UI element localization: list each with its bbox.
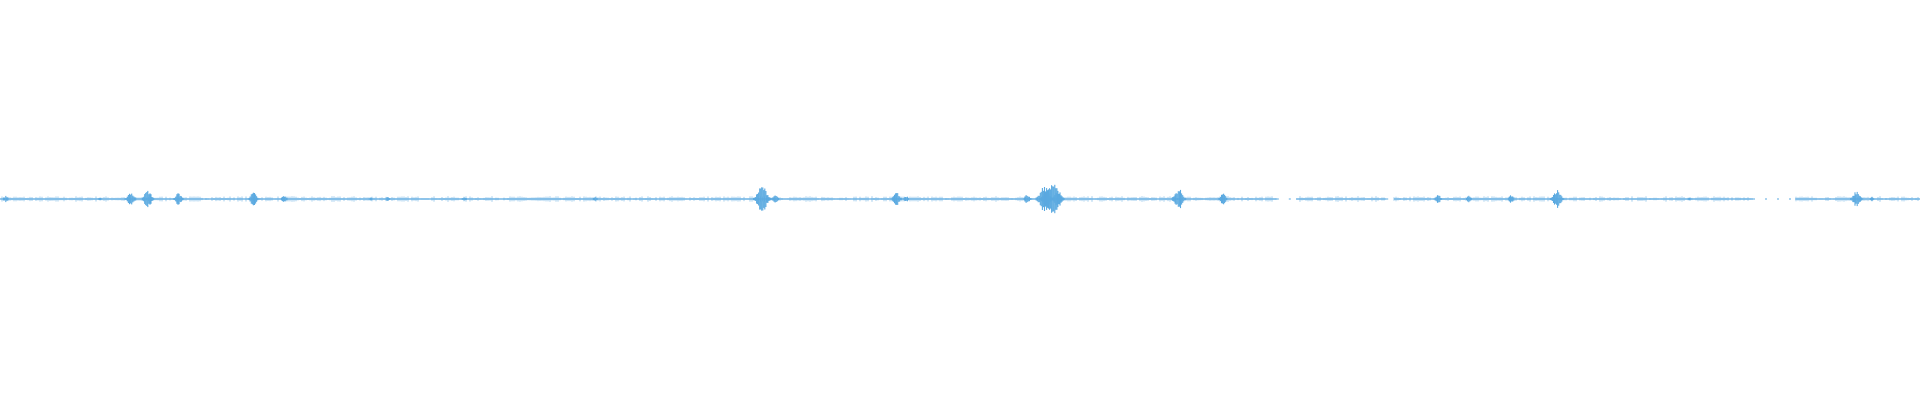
waveform-panel[interactable] (0, 0, 1920, 400)
audio-waveform[interactable] (0, 0, 1920, 400)
